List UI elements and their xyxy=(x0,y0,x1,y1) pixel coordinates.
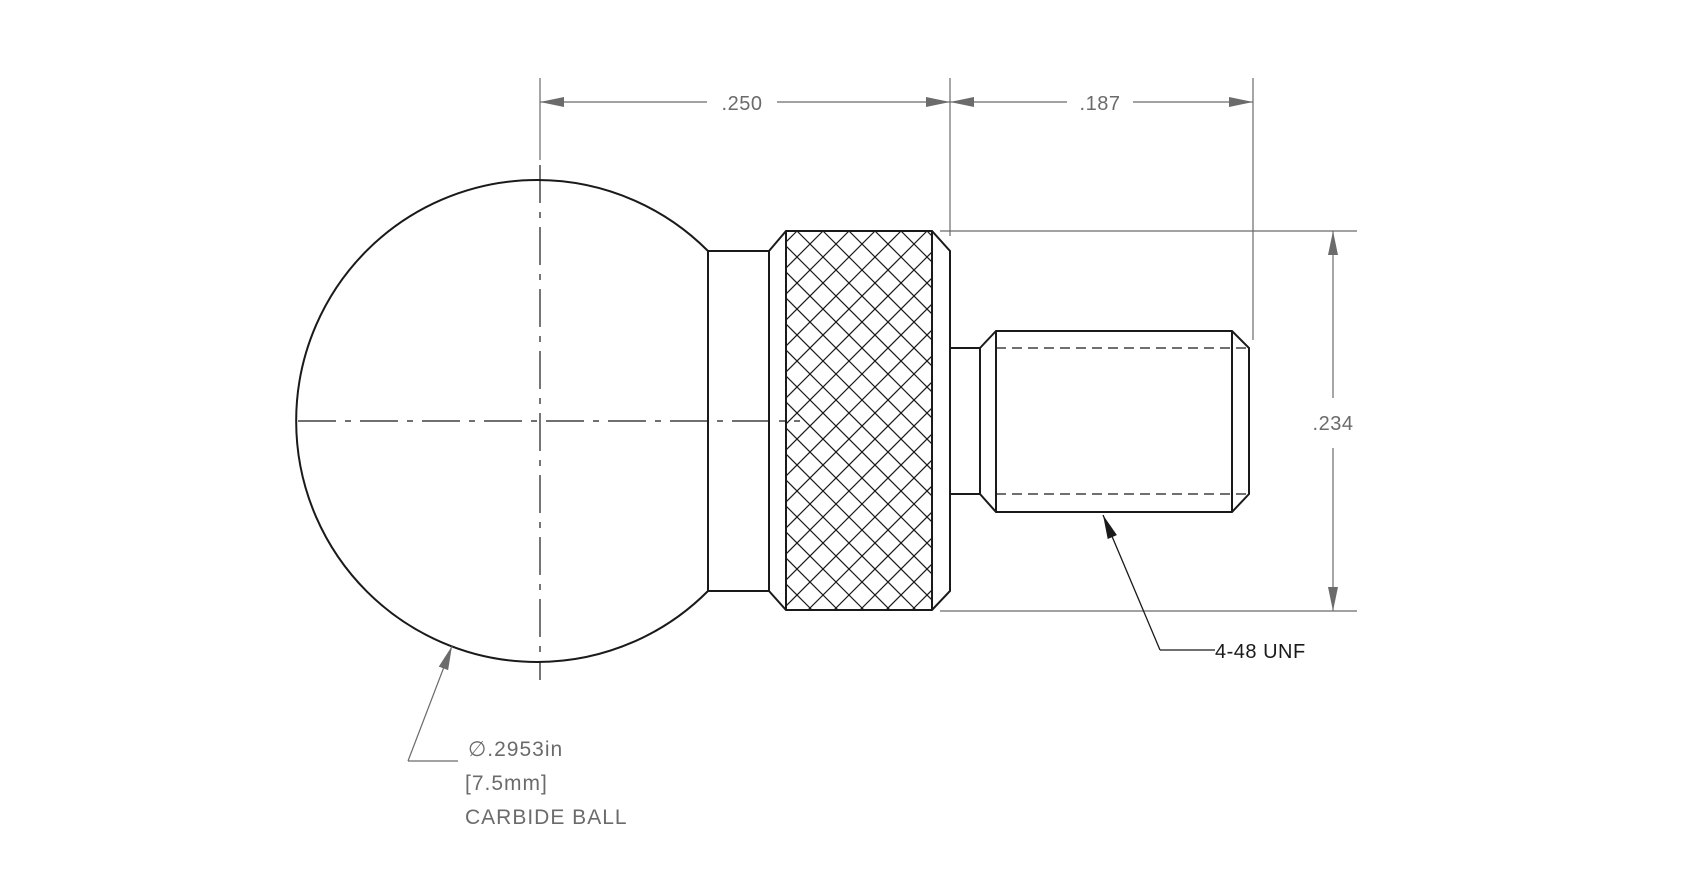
knurl-line xyxy=(833,511,932,610)
knurl-line xyxy=(848,231,932,315)
knurl-line xyxy=(807,485,932,610)
thread-outline xyxy=(979,330,1250,513)
knurl-line xyxy=(1083,231,1462,610)
knurl-line xyxy=(786,355,932,503)
collar-outline xyxy=(768,230,951,611)
knurl-line xyxy=(786,245,932,393)
knurl-line xyxy=(979,231,1358,610)
threaded-stem xyxy=(950,330,1250,513)
knurl-line xyxy=(786,277,932,425)
knurl-line xyxy=(822,231,932,341)
knurl-line xyxy=(1187,231,1566,610)
knurl-line xyxy=(786,459,932,607)
knurl-line xyxy=(786,453,932,601)
dimension-187 xyxy=(950,78,1254,340)
knurl-line xyxy=(1213,231,1592,610)
knurl-line xyxy=(786,251,932,399)
knurl-line xyxy=(859,537,932,610)
knurled-collar xyxy=(80,230,1618,611)
knurl-line xyxy=(786,427,932,575)
ball-leader xyxy=(407,645,458,762)
center-lines xyxy=(298,165,800,680)
knurl-line xyxy=(911,589,932,610)
dimension-250-label: .250 xyxy=(722,93,763,115)
knurl-line xyxy=(786,407,932,555)
knurl-line xyxy=(796,231,932,367)
metric-bracket-open: [ xyxy=(465,772,472,795)
knurl-line xyxy=(900,231,932,263)
ball-outline xyxy=(295,179,709,663)
thread-callout-label: 4-48 UNF xyxy=(1215,641,1306,663)
knurl-line xyxy=(786,505,891,610)
knurl-line xyxy=(786,375,932,523)
knurl-line xyxy=(80,231,459,610)
dimension-234-label: .234 xyxy=(1313,413,1354,435)
knurl-line xyxy=(786,297,932,445)
dimension-234 xyxy=(940,230,1357,612)
ball-metric-label: [7.5mm] xyxy=(465,772,548,795)
metric-bracket-close: ] xyxy=(541,772,548,795)
knurl-line xyxy=(786,271,932,419)
thread-leader xyxy=(1102,514,1215,651)
knurl-line xyxy=(786,401,932,549)
knurl-pattern xyxy=(80,231,1618,610)
knurl-line xyxy=(885,563,932,610)
knurl-line xyxy=(1057,231,1436,610)
knurl-line xyxy=(786,479,917,610)
diameter-symbol: ∅ xyxy=(468,738,487,761)
metric-value: 7.5mm xyxy=(472,772,541,795)
dimension-187-label: .187 xyxy=(1080,93,1121,115)
ball-diameter-label: ∅.2953in xyxy=(468,738,563,761)
knurl-line xyxy=(786,531,865,610)
carbide-ball xyxy=(295,179,709,663)
knurl-line xyxy=(786,433,932,581)
knurl-line xyxy=(786,329,932,477)
dimension-250 xyxy=(539,78,951,236)
knurl-line xyxy=(786,303,932,451)
ball-material-label: CARBIDE BALL xyxy=(465,806,628,829)
knurl-line xyxy=(786,323,932,471)
knurl-line xyxy=(786,231,876,321)
diameter-value: .2953in xyxy=(487,738,563,761)
knurl-line xyxy=(786,349,932,497)
knurl-line xyxy=(786,231,928,373)
knurl-line xyxy=(786,231,902,347)
knurl-line xyxy=(953,231,1332,610)
knurl-line xyxy=(1109,231,1488,610)
knurl-line xyxy=(1239,231,1618,610)
knurl-line xyxy=(786,381,932,529)
